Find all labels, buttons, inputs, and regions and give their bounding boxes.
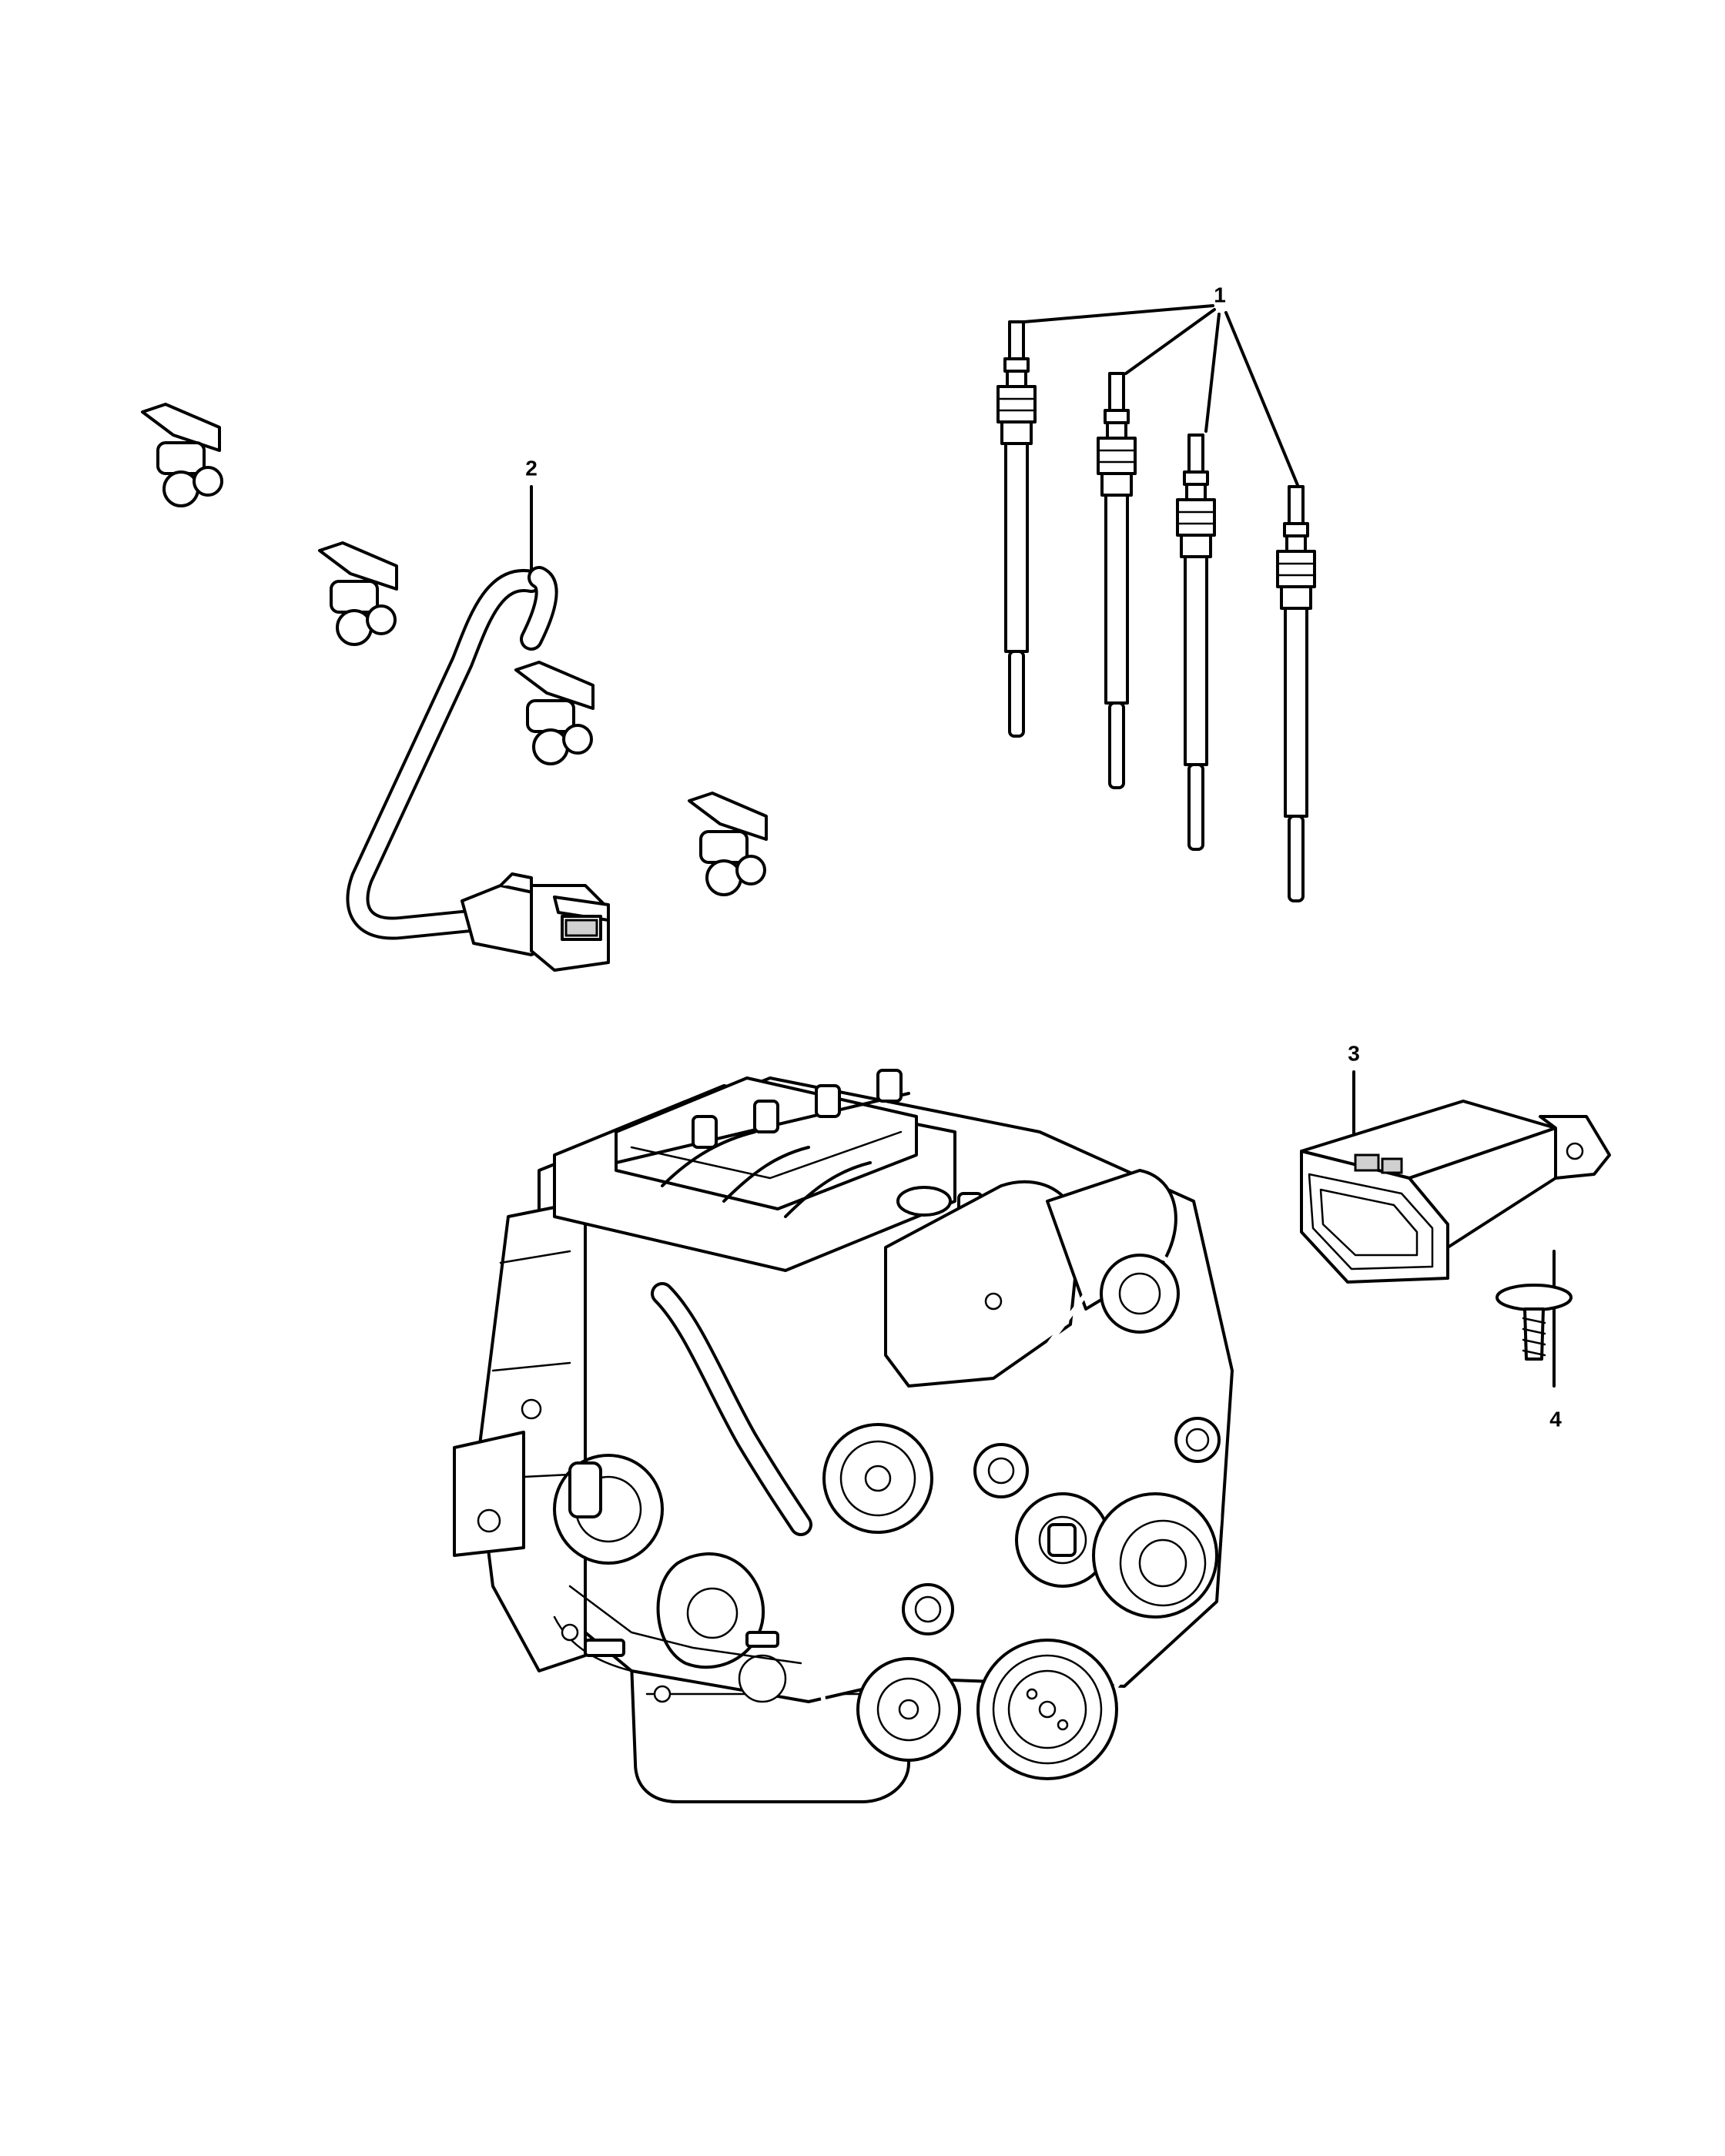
- harness-plug-connector: [514, 661, 595, 765]
- oil-filler-cap: [896, 1186, 952, 1217]
- leader-line-1d: [1224, 311, 1299, 487]
- leader-line-1b: [1124, 308, 1216, 375]
- crankshaft-pulley: [976, 1639, 1118, 1780]
- bell-housing: [476, 1200, 587, 1672]
- callout-3[interactable]: 3: [1348, 1041, 1360, 1137]
- fuel-rail: [615, 1069, 910, 1218]
- glow-plugs: [996, 320, 1316, 902]
- oil-pan: [630, 1662, 910, 1803]
- tensioner-pulley: [902, 1583, 954, 1635]
- callout-3-label: 3: [1348, 1041, 1360, 1065]
- engine-mount-bracket: [453, 1431, 525, 1557]
- callout-4[interactable]: 4: [1549, 1250, 1562, 1431]
- leader-line-1c: [1204, 313, 1221, 433]
- glow-plug: [1176, 434, 1216, 851]
- callout-2[interactable]: 2: [525, 456, 538, 575]
- glow-plug: [996, 320, 1037, 738]
- harness-main-connector: [461, 872, 610, 972]
- cam-sensor: [1174, 1417, 1221, 1463]
- water-pump-pulley: [822, 1423, 933, 1534]
- callout-1-label: 1: [1214, 283, 1226, 306]
- alternator: [1092, 1492, 1218, 1619]
- idler-pulley: [973, 1443, 1029, 1498]
- harness-plug-connector: [318, 541, 398, 646]
- engine-assembly: [453, 1069, 1234, 1803]
- callout-1[interactable]: 1: [1023, 283, 1299, 487]
- glow-plug: [1276, 485, 1316, 902]
- front-cover: [1046, 1169, 1177, 1311]
- upper-accessory-pulley: [1100, 1254, 1180, 1334]
- turbocharger: [553, 1454, 787, 1703]
- glow-plug-wiring-harness: [141, 403, 784, 972]
- accessory-pulley: [856, 1657, 961, 1762]
- leader-line-1a: [1023, 304, 1214, 323]
- glow-plug: [1097, 372, 1137, 789]
- power-steering-pulley: [1015, 1492, 1110, 1588]
- harness-plug-connector: [141, 403, 223, 507]
- harness-plug-connector: [688, 792, 768, 896]
- callout-2-label: 2: [525, 456, 538, 480]
- glow-plug-control-module: [1300, 1100, 1611, 1284]
- push-pin-fastener: [1496, 1284, 1573, 1361]
- callout-4-label: 4: [1549, 1407, 1562, 1431]
